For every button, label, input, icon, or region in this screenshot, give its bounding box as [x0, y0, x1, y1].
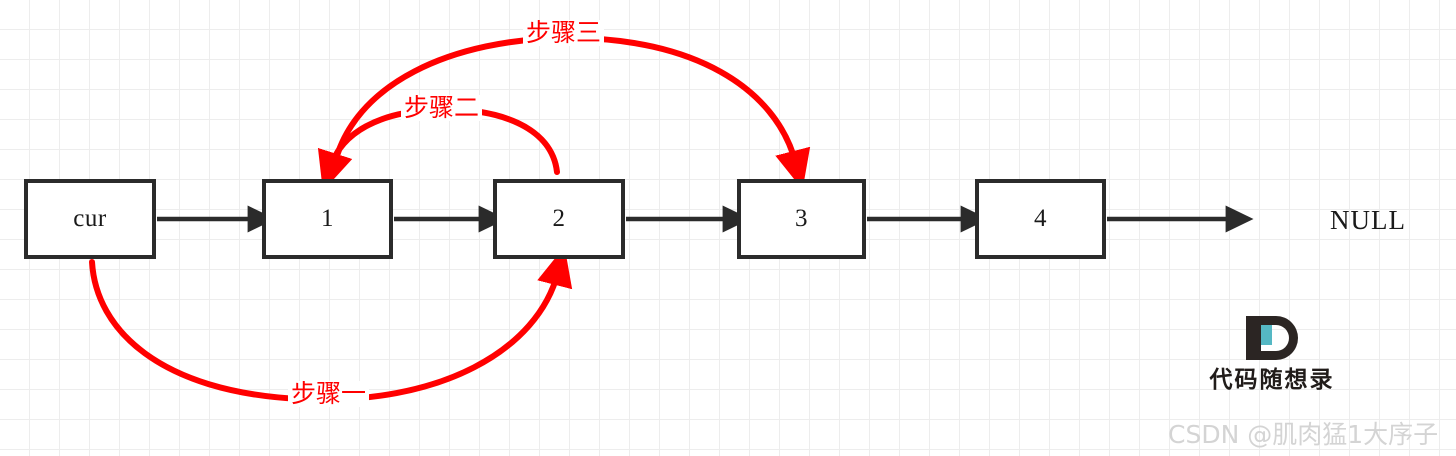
- step-2-label: 步骤二: [401, 94, 483, 122]
- node-box-2[interactable]: 2: [493, 179, 625, 259]
- node-box-1[interactable]: 1: [262, 179, 393, 259]
- brand-logo: 代码随想录: [1196, 316, 1348, 394]
- csdn-watermark: CSDN @肌肉猛1大序子: [1168, 420, 1439, 449]
- logo-bowl: [1259, 316, 1298, 360]
- null-terminator-label: NULL: [1330, 205, 1406, 235]
- brand-logo-text: 代码随想录: [1209, 367, 1335, 393]
- node-box-cur[interactable]: cur: [24, 179, 156, 259]
- logo-stem: [1246, 316, 1261, 360]
- node-label-4: 4: [1034, 205, 1047, 232]
- node-label-3: 3: [795, 205, 808, 232]
- node-label-1: 1: [321, 205, 334, 232]
- step-1-label: 步骤一: [288, 380, 370, 408]
- node-box-4[interactable]: 4: [975, 179, 1106, 259]
- letter-d-icon: [1246, 316, 1298, 360]
- node-box-3[interactable]: 3: [737, 179, 866, 259]
- step-3-label: 步骤三: [523, 19, 605, 47]
- node-label-2: 2: [552, 205, 566, 232]
- node-label-cur: cur: [73, 205, 107, 232]
